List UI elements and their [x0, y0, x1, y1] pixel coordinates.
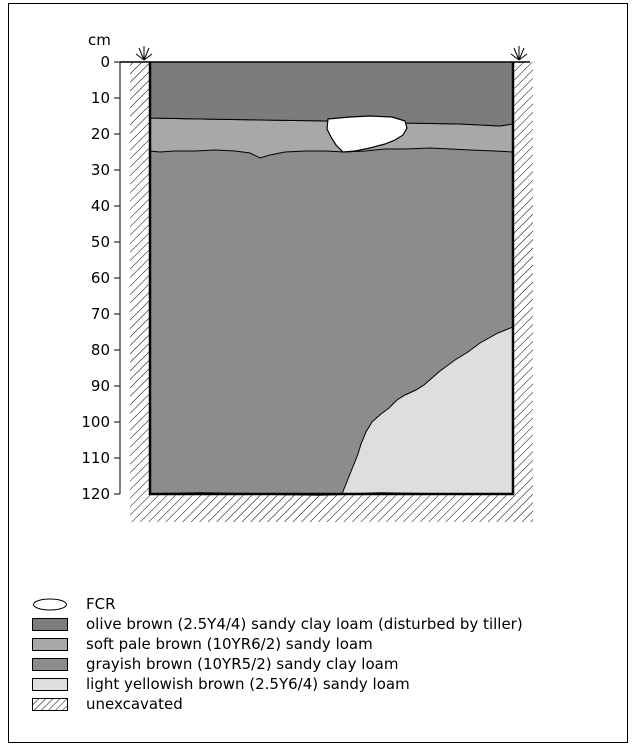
fcr-inclusion — [326, 115, 408, 153]
depth-tick-label: 40 — [91, 197, 110, 215]
figure-frame — [8, 3, 628, 743]
light-yellowish-brown-layer — [341, 326, 514, 495]
depth-tick-label: 20 — [91, 125, 110, 143]
depth-tick-label: 10 — [91, 89, 110, 107]
olive-brown-layer — [149, 61, 514, 127]
legend-label-fcr: FCR — [86, 595, 116, 613]
depth-tick-label: 70 — [91, 305, 110, 323]
unexcavated-right-wall — [513, 62, 533, 522]
legend-label-olive-brown: olive brown (2.5Y4/4) sandy clay loam (d… — [86, 615, 523, 633]
legend-label-grayish-brown: grayish brown (10YR5/2) sandy clay loam — [86, 655, 399, 673]
unexcavated-floor — [130, 494, 533, 522]
depth-tick-label: 60 — [91, 269, 110, 287]
floor-line — [149, 492, 513, 496]
legend-item-light-yellowish-brown: light yellowish brown (2.5Y6/4) sandy lo… — [32, 674, 523, 694]
hatch-swatch-icon — [32, 697, 68, 711]
legend-item-unexcavated: unexcavated — [32, 694, 523, 714]
legend-item-grayish-brown: grayish brown (10YR5/2) sandy clay loam — [32, 654, 523, 674]
depth-unit-label: cm — [88, 31, 111, 49]
legend-item-fcr: FCR — [32, 594, 523, 614]
depth-tick-label: 90 — [91, 377, 110, 395]
olive-brown-swatch — [32, 617, 68, 631]
depth-tick-label: 0 — [100, 53, 110, 71]
fcr-swatch-icon — [33, 598, 67, 610]
legend-label-unexcavated: unexcavated — [86, 695, 183, 713]
grass-tuft-icon — [510, 46, 528, 61]
legend-label-light-yellowish-brown: light yellowish brown (2.5Y6/4) sandy lo… — [86, 675, 410, 693]
legend-item-soft-pale-brown: soft pale brown (10YR6/2) sandy loam — [32, 634, 523, 654]
unexcavated-left-wall — [130, 62, 150, 522]
legend-item-olive-brown: olive brown (2.5Y4/4) sandy clay loam (d… — [32, 614, 523, 634]
depth-tick-label: 120 — [81, 485, 110, 503]
grass-tuft-icon — [135, 46, 153, 61]
depth-tick-label: 50 — [91, 233, 110, 251]
depth-tick-label: 100 — [81, 413, 110, 431]
depth-tick-label: 30 — [91, 161, 110, 179]
legend: FCR olive brown (2.5Y4/4) sandy clay loa… — [32, 594, 523, 714]
depth-tick-label: 110 — [81, 449, 110, 467]
light-yellowish-brown-swatch — [32, 677, 68, 691]
grayish-brown-swatch — [32, 657, 68, 671]
legend-label-soft-pale-brown: soft pale brown (10YR6/2) sandy loam — [86, 635, 373, 653]
depth-ticks: 0 10 20 30 40 50 60 70 80 90 100 110 120 — [81, 53, 120, 503]
soft-pale-brown-swatch — [32, 637, 68, 651]
depth-tick-label: 80 — [91, 341, 110, 359]
